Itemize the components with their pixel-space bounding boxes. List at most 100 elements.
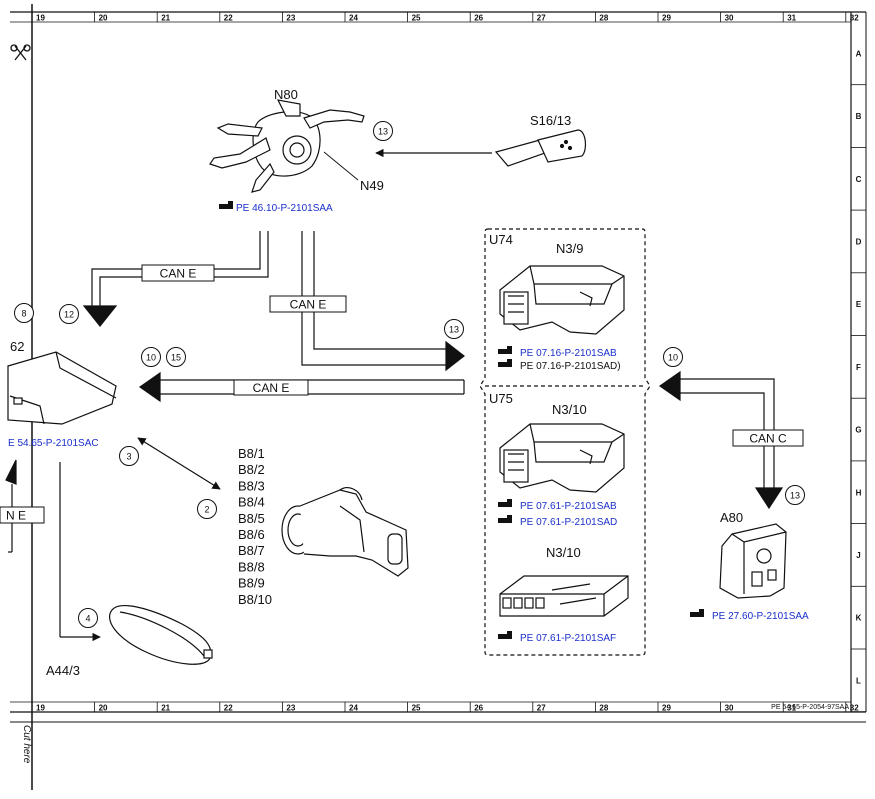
callout-15: 15 <box>166 347 186 367</box>
column-label-bottom: 32 <box>850 704 859 713</box>
can-c-bus <box>658 370 784 510</box>
callout-13-top: 13 <box>373 121 393 141</box>
reference-hand-icon <box>498 346 512 354</box>
svg-text:2: 2 <box>204 505 209 515</box>
n49-label: N49 <box>360 178 384 193</box>
callout-13-mid: 13 <box>444 319 464 339</box>
b8-parking-sensor <box>281 487 409 577</box>
column-label-bottom: 20 <box>99 704 108 713</box>
sensor-label: B8/3 <box>238 478 265 493</box>
callout-10-right: 10 <box>663 347 683 367</box>
row-label: K <box>856 614 862 623</box>
callout-8: 8 <box>14 303 34 323</box>
callout-2: 2 <box>197 499 217 519</box>
sensor-label: B8/5 <box>238 511 265 526</box>
column-label-top: 19 <box>36 14 45 23</box>
can-e-label-box-1 <box>141 264 215 282</box>
svg-text:3: 3 <box>126 452 131 462</box>
left-partial-bus <box>5 459 17 553</box>
sensor-label: B8/9 <box>238 576 265 591</box>
scissors-icon <box>10 44 31 61</box>
column-label-bottom: 24 <box>349 704 358 713</box>
sensor-label: B8/6 <box>238 527 265 542</box>
callout-10-left: 10 <box>141 347 161 367</box>
a80-label: A80 <box>720 510 743 525</box>
s16-13-label: S16/13 <box>530 113 571 128</box>
column-label-bottom: 23 <box>286 704 295 713</box>
left-module-label: 62 <box>10 339 24 354</box>
can-e-bus-bottom <box>138 371 465 403</box>
b8-double-arrow <box>137 437 221 490</box>
column-label-top: 27 <box>537 14 546 23</box>
s16-13-selector-lever <box>494 129 587 167</box>
a44-3-component <box>109 605 213 665</box>
callout-4: 4 <box>78 608 98 628</box>
n3-10b-reference: PE 07.61-P-2101SAF <box>520 633 616 644</box>
n80-steering-module <box>209 99 365 193</box>
svg-text:13: 13 <box>449 325 459 335</box>
n3-10-label-a: N3/10 <box>552 402 587 417</box>
svg-text:12: 12 <box>64 310 74 320</box>
column-label-top: 21 <box>161 14 170 23</box>
sheet-id: PE 54.65-P-2054-97SAA <box>771 704 849 711</box>
callout-12: 12 <box>59 304 79 324</box>
column-ticks: 1919202021212222232324242525262627272828… <box>36 12 859 713</box>
can-e-label-box-2 <box>269 295 347 313</box>
column-label-bottom: 25 <box>412 704 421 713</box>
svg-text:10: 10 <box>146 353 156 363</box>
column-label-bottom: 30 <box>725 704 734 713</box>
n3-10-reference-2: PE 07.61-P-2101SAD <box>520 517 617 528</box>
n3-10-label-b: N3/10 <box>546 545 581 560</box>
left-control-module <box>7 351 117 425</box>
callout-3: 3 <box>119 446 139 466</box>
callout-13-right: 13 <box>785 485 805 505</box>
left-partial-label: N E <box>6 509 26 523</box>
cut-here-label: Cut here <box>21 725 32 764</box>
column-label-top: 24 <box>349 14 358 23</box>
drawing-frame <box>10 4 867 790</box>
sensor-label: B8/8 <box>238 559 265 574</box>
n3-10-reference-1: PE 07.61-P-2101SAB <box>520 501 617 512</box>
column-label-top: 30 <box>725 14 734 23</box>
n3-9-reference-2: PE 07.16-P-2101SAD) <box>520 361 621 372</box>
column-label-bottom: 31 <box>787 704 796 713</box>
svg-text:8: 8 <box>21 309 26 319</box>
u74-label: U74 <box>489 232 513 247</box>
reference-hand-icon <box>690 609 704 617</box>
column-label-top: 20 <box>99 14 108 23</box>
sensor-label: B8/1 <box>238 446 265 461</box>
column-label-bottom: 26 <box>474 704 483 713</box>
n3-10-ecu <box>499 423 625 493</box>
can-e-label-3: CAN E <box>253 381 290 395</box>
row-label: J <box>856 551 860 560</box>
row-label: B <box>856 112 862 121</box>
reference-hand-icon <box>498 499 512 507</box>
can-c-label: CAN C <box>749 432 787 446</box>
n3-9-reference-1: PE 07.16-P-2101SAB <box>520 348 617 359</box>
sensor-label: B8/10 <box>238 592 272 607</box>
n3-9-label: N3/9 <box>556 241 583 256</box>
row-label: H <box>856 488 862 497</box>
row-label: C <box>856 175 862 184</box>
reference-hand-icon <box>498 515 512 523</box>
u75-label: U75 <box>489 391 513 406</box>
reference-hand-icon <box>498 359 512 367</box>
can-e-label-1: CAN E <box>160 267 197 281</box>
n80-label: N80 <box>274 87 298 102</box>
column-label-bottom: 22 <box>224 704 233 713</box>
reference-hand-icon <box>498 631 512 639</box>
reference-hand-icon <box>219 201 233 209</box>
b8-sensor-list: B8/1B8/2B8/3B8/4B8/5B8/6B8/7B8/8B8/9B8/1… <box>238 446 272 607</box>
column-label-bottom: 21 <box>161 704 170 713</box>
row-label: L <box>856 676 861 685</box>
svg-text:15: 15 <box>171 353 181 363</box>
left-partial-label-box <box>0 506 45 524</box>
column-label-bottom: 29 <box>662 704 671 713</box>
a44-3-label: A44/3 <box>46 663 80 678</box>
row-label: G <box>855 426 861 435</box>
u74-u75-enclosure <box>479 228 651 656</box>
n3-10-ecu-variant <box>499 575 629 617</box>
column-label-bottom: 19 <box>36 704 45 713</box>
row-label: F <box>856 363 861 372</box>
